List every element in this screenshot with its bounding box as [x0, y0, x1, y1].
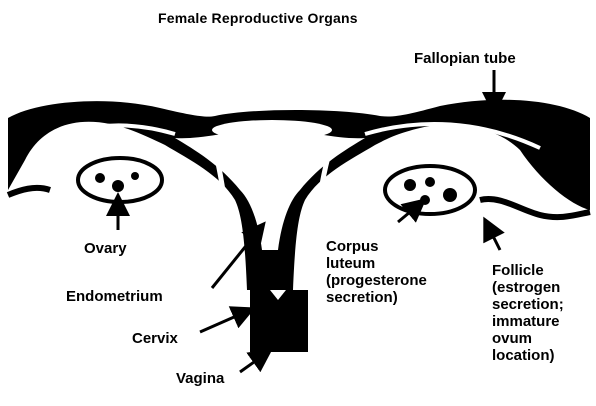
endometrium-label: Endometrium — [66, 288, 163, 305]
right-ovary — [385, 166, 475, 214]
corpus-luteum-label: Corpus luteum (progesterone secretion) — [326, 238, 427, 306]
vagina-shape — [250, 290, 308, 352]
cervix-label: Cervix — [132, 330, 178, 347]
uterine-cavity — [175, 126, 365, 250]
left-fimbriae — [8, 188, 50, 195]
ovary-label: Ovary — [84, 240, 127, 257]
uterus-fundus-highlight — [212, 120, 332, 140]
cervix-arrow — [200, 310, 250, 332]
diagram-title: Female Reproductive Organs — [158, 10, 358, 27]
follicle-label: Follicle (estrogen secretion; immature o… — [492, 262, 564, 364]
right-ovary-follicle — [404, 179, 416, 191]
left-ovary-follicle-2 — [112, 180, 124, 192]
vagina-label: Vagina — [176, 370, 224, 387]
left-ovary-follicle — [95, 173, 105, 183]
follicle-arrow — [486, 222, 500, 250]
right-ovary-follicle-3 — [443, 188, 457, 202]
left-ovary-follicle-3 — [131, 172, 139, 180]
fallopian-tube-label: Fallopian tube — [414, 50, 516, 67]
right-ovary-follicle-2 — [425, 177, 435, 187]
left-ovary — [78, 158, 162, 202]
vagina-arrow — [240, 352, 268, 372]
